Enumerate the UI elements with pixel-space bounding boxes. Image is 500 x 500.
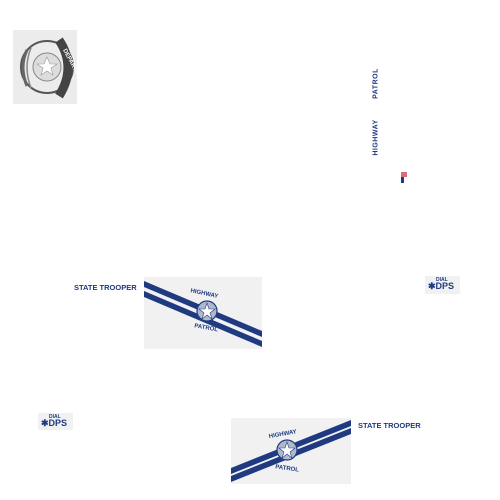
state-trooper-label: STATE TROOPER: [358, 421, 421, 430]
panel-patrol-text: PATROL: [194, 323, 219, 333]
panel-highway-text: HIGHWAY: [190, 288, 219, 300]
state-trooper-label: STATE TROOPER: [74, 283, 137, 292]
dial-small-text: DIAL: [49, 414, 61, 420]
panel-highway-text: HIGHWAY: [268, 429, 297, 440]
flag-icon: [401, 170, 407, 183]
strip-patrol-text: PATROL: [372, 68, 380, 99]
seal-icon: DEPARTMENT: [20, 37, 86, 99]
panel-patrol-text: PATROL: [275, 464, 300, 473]
dial-dps-logo: DIAL ✱DPS: [425, 276, 460, 294]
department-seal-image: DEPARTMENT: [13, 30, 86, 104]
highway-patrol-panel: HIGHWAY PATROL: [231, 418, 351, 484]
dial-small-text: DIAL: [436, 277, 448, 283]
badge-star-icon: [196, 300, 218, 322]
asterisk-icon: ✱: [428, 281, 436, 291]
highway-patrol-panel: HIGHWAY PATROL: [144, 277, 262, 349]
badge-star-icon: [276, 439, 298, 461]
dial-dps-logo: DIAL ✱DPS: [38, 413, 73, 430]
asterisk-icon: ✱: [41, 418, 49, 428]
strip-highway-text: HIGHWAY: [372, 119, 380, 156]
highway-patrol-vertical-strip: PATROL HIGHWAY: [370, 66, 382, 158]
dial-dps-text: DPS: [435, 281, 455, 291]
dial-dps-text: DPS: [48, 418, 68, 428]
